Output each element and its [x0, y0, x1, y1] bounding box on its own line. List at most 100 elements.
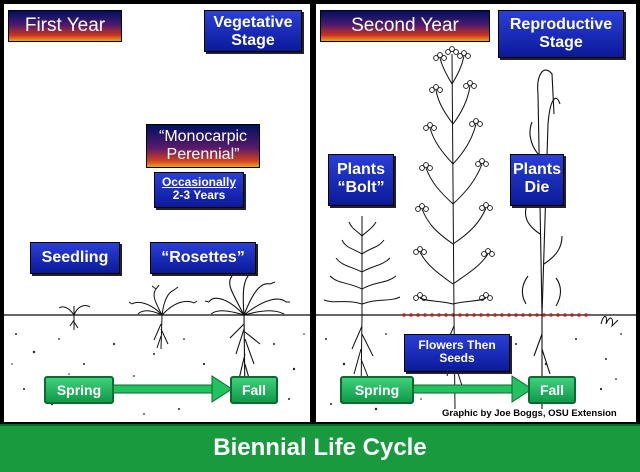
plants-die-line2: Die: [524, 178, 550, 196]
diagram-title: Biennial Life Cycle: [213, 434, 427, 461]
rosette-plant: [128, 284, 198, 350]
flower-floret: [469, 121, 475, 127]
monocarpic-perennial-label: “Monocarpic Perennial”: [146, 124, 260, 168]
plants-bolt-line1: Plants: [336, 161, 385, 178]
flowering-plant: [419, 53, 489, 316]
flower-floret: [487, 205, 493, 211]
flower-floret: [487, 295, 493, 301]
flowers-then-seeds-label: Flowers Then Seeds: [404, 334, 510, 372]
vegetative-stage-line1: Vegetative: [213, 14, 293, 31]
flowers-line2: Seeds: [439, 351, 475, 366]
flower-floret: [463, 83, 469, 89]
flower-floret: [457, 53, 463, 59]
seed-dot: [500, 313, 504, 317]
second-year-panel: Second Year Reproductive Stage Plants “B…: [316, 4, 636, 422]
second-year-fall-label: Fall: [528, 376, 576, 404]
seed-dot: [542, 313, 546, 317]
flower-floret: [461, 50, 467, 56]
flower-floret: [415, 206, 421, 212]
flower-floret: [475, 161, 481, 167]
first-year-fall-label: Fall: [230, 376, 278, 404]
flower-floret: [433, 55, 439, 61]
plants-die-line1: Plants: [512, 161, 561, 178]
flower-floret: [481, 251, 487, 257]
flower-floret: [433, 84, 439, 90]
flower-floret: [485, 248, 491, 254]
seed-dot: [444, 313, 448, 317]
seed-dot: [479, 313, 483, 317]
flower-floret: [489, 251, 495, 257]
flower-floret: [413, 295, 419, 301]
flower-floret: [427, 122, 433, 128]
seed-dot: [416, 313, 420, 317]
flower-floret: [419, 165, 425, 171]
seed-dot: [563, 313, 567, 317]
vegetative-stage-line2: Stage: [231, 31, 275, 49]
monocarpic-line1: “Monocarpic: [158, 128, 248, 145]
flower-floret: [479, 295, 485, 301]
seed-dot: [409, 313, 413, 317]
flower-floret: [483, 161, 489, 167]
first-year-spring-label: Spring: [44, 376, 114, 404]
occasionally-line1: Occasionally: [161, 175, 237, 189]
flower-floret: [477, 121, 483, 127]
occasionally-label: Occasionally 2-3 Years: [154, 172, 244, 208]
rosettes-label: “Rosettes”: [150, 242, 256, 274]
flower-heads: [413, 46, 495, 301]
flower-floret: [449, 46, 455, 52]
second-year-arrow: [407, 375, 533, 403]
reproductive-stage-line1: Reproductive: [509, 16, 613, 33]
seedling-label: Seedling: [30, 242, 120, 274]
footer-banner: Biennial Life Cycle: [0, 424, 640, 472]
artist-signature: [600, 316, 619, 328]
flower-floret: [483, 292, 489, 298]
seed-dot: [507, 313, 511, 317]
plants-bolt-label: Plants “Bolt”: [328, 154, 394, 206]
seed-dot: [458, 313, 462, 317]
flower-floret: [441, 55, 447, 61]
seed-dot: [514, 313, 518, 317]
flower-floret: [465, 53, 471, 59]
first-year-panel: First Year Vegetative Stage “Monocarpic …: [4, 4, 310, 422]
flower-floret: [429, 87, 435, 93]
flower-floret: [431, 125, 437, 131]
seed-dot: [437, 313, 441, 317]
flower-floret: [421, 249, 427, 255]
flower-floret: [421, 295, 427, 301]
seed-dot: [577, 313, 581, 317]
second-year-spring-label: Spring: [340, 376, 414, 404]
flower-floret: [437, 52, 443, 58]
occasionally-line2: 2-3 Years: [172, 188, 226, 203]
second-year-title: Second Year: [320, 10, 490, 42]
reproductive-stage-label: Reproductive Stage: [498, 10, 624, 58]
seed-dot: [535, 313, 539, 317]
flower-floret: [471, 83, 477, 89]
flower-floret: [423, 125, 429, 131]
flower-floret: [483, 202, 489, 208]
first-year-arrow: [107, 375, 233, 403]
seed-dot: [528, 313, 532, 317]
flower-floret: [445, 49, 451, 55]
flower-floret: [473, 118, 479, 124]
graphic-credit: Graphic by Joe Boggs, OSU Extension: [442, 408, 617, 419]
monocarpic-line2: Perennial”: [166, 145, 240, 163]
flower-floret: [453, 49, 459, 55]
plants-die-label: Plants Die: [510, 154, 564, 206]
seed-dot: [570, 313, 574, 317]
flower-floret: [423, 162, 429, 168]
flower-floret: [479, 205, 485, 211]
flowers-line1: Flowers Then: [418, 338, 496, 352]
seed-dot: [549, 313, 553, 317]
seedling-plant: [58, 305, 91, 330]
first-year-title: First Year: [8, 10, 122, 42]
seed-dot: [472, 313, 476, 317]
second-year-drawing: [316, 46, 636, 411]
seed-dot: [486, 313, 490, 317]
seed-dot: [493, 313, 497, 317]
vegetative-stage-label: Vegetative Stage: [204, 10, 302, 52]
flower-floret: [413, 249, 419, 255]
flower-floret: [423, 206, 429, 212]
reproductive-stage-line2: Stage: [539, 33, 583, 51]
flower-floret: [417, 292, 423, 298]
